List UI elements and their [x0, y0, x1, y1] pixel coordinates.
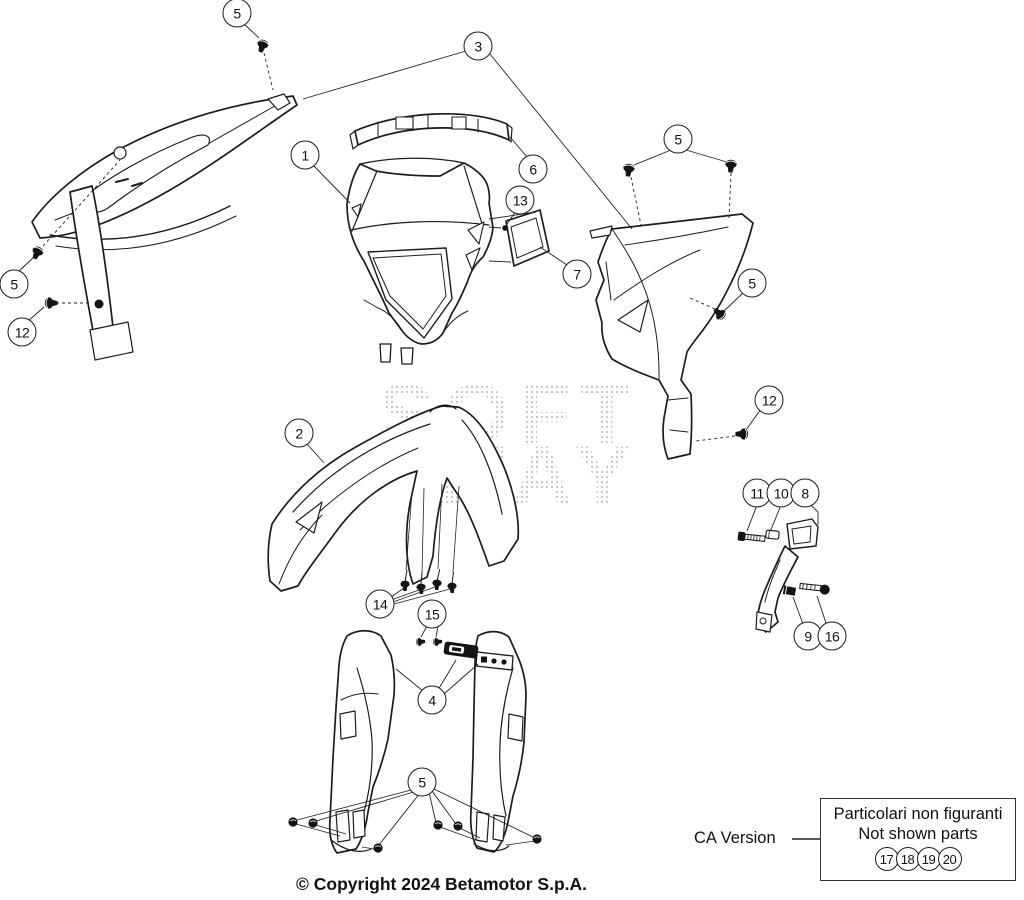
callout-8: 8	[790, 478, 820, 508]
notebox-line-it: Particolari non figuranti	[833, 805, 1003, 823]
screw-5-guard-d	[432, 820, 444, 830]
part-upper-bracket	[349, 112, 513, 150]
part-headlight-mask	[346, 157, 494, 365]
part-right-shroud	[589, 213, 754, 460]
callout-label: 9	[804, 628, 812, 644]
callout-20: 20	[937, 847, 962, 872]
callout-5-guards: 5	[407, 767, 437, 797]
callout-label: 19	[921, 851, 936, 867]
callout-5-topleft: 5	[222, 0, 252, 28]
screw-15-a	[415, 637, 426, 647]
rivet-14-a	[399, 569, 411, 592]
callout-7: 7	[562, 259, 592, 289]
notebox-item-row: 17 18 19 20	[821, 847, 1015, 872]
part-clamp-plate	[475, 651, 514, 671]
bolt-16	[799, 582, 830, 595]
callout-label: 14	[372, 596, 388, 612]
part-trim-plate	[505, 209, 550, 267]
callout-17: 17	[874, 847, 899, 872]
screw-5-guard-c	[372, 843, 384, 853]
part-fork-guard-left	[328, 629, 396, 854]
rivet-14-d	[446, 571, 458, 594]
callout-label: 5	[233, 5, 241, 21]
callout-13: 13	[505, 185, 535, 215]
callout-label: 6	[529, 161, 537, 177]
callout-4: 4	[417, 685, 447, 715]
screw-12-left	[44, 296, 58, 310]
callout-5-left: 5	[0, 269, 29, 299]
fasteners	[28, 37, 830, 853]
ca-version-label: CA Version	[694, 829, 776, 847]
part-fork-guard-right	[469, 630, 527, 853]
callout-10: 10	[766, 478, 796, 508]
callout-14: 14	[365, 589, 395, 619]
assembly-dashes	[42, 52, 736, 442]
screw-5-guard-a	[287, 817, 299, 827]
callout-2: 2	[284, 418, 314, 448]
not-shown-parts-box: Particolari non figuranti Not shown part…	[820, 798, 1016, 881]
callout-label: 2	[295, 425, 303, 441]
callout-label: 5	[748, 275, 756, 291]
callout-label: 12	[761, 392, 777, 408]
screw-5-guard-e	[452, 821, 464, 831]
callout-1: 1	[290, 140, 320, 170]
screw-5-shroud-b	[724, 158, 738, 174]
part-front-fender	[267, 404, 520, 592]
callout-label: 5	[10, 276, 18, 292]
screw-5-guard-f	[532, 834, 542, 844]
callout-6: 6	[518, 154, 548, 184]
callout-5-shroud-mid: 5	[737, 268, 767, 298]
callout-label: 1	[301, 147, 309, 163]
callout-label: 12	[14, 324, 30, 340]
screw-5-shroud-a	[621, 162, 636, 178]
rivet-14-c	[431, 568, 443, 591]
callout-label: 20	[942, 851, 957, 867]
callout-3: 3	[463, 31, 493, 61]
callout-12-left: 12	[7, 317, 37, 347]
callout-18: 18	[895, 847, 920, 872]
screw-5-topleft	[254, 37, 271, 55]
callout-label: 3	[474, 38, 482, 54]
screw-5-guard-b	[307, 818, 319, 828]
callout-label: 16	[824, 628, 840, 644]
callout-label: 7	[573, 266, 581, 282]
callout-label: 10	[773, 485, 789, 501]
callout-label: 5	[418, 774, 426, 790]
part-top-left-panel	[31, 93, 298, 361]
notebox-line-en: Not shown parts	[858, 825, 978, 844]
copyright-text: © Copyright 2024 Betamotor S.p.A.	[296, 874, 587, 894]
screw-15-b	[432, 637, 443, 647]
callout-label: 17	[879, 851, 894, 867]
callout-15: 15	[417, 599, 447, 629]
callout-label: 15	[424, 606, 440, 622]
screw-13	[502, 225, 508, 231]
callout-19: 19	[916, 847, 941, 872]
nut-9	[782, 585, 797, 596]
callout-label: 18	[900, 851, 915, 867]
bolt-11	[737, 531, 766, 542]
part-support-bracket	[755, 518, 819, 633]
spacer-10	[765, 529, 780, 540]
screw-12-shroud	[735, 427, 749, 441]
callout-label: 5	[674, 131, 682, 147]
part-clamp	[443, 641, 479, 659]
callout-12-shroud: 12	[754, 385, 784, 415]
callout-label: 8	[801, 485, 809, 501]
callout-label: 4	[428, 692, 436, 708]
callout-label: 11	[750, 485, 764, 501]
callout-5-shroud-top: 5	[663, 124, 693, 154]
callout-16: 16	[817, 621, 847, 651]
leader-lines	[16, 22, 827, 851]
callout-label: 13	[512, 192, 528, 208]
